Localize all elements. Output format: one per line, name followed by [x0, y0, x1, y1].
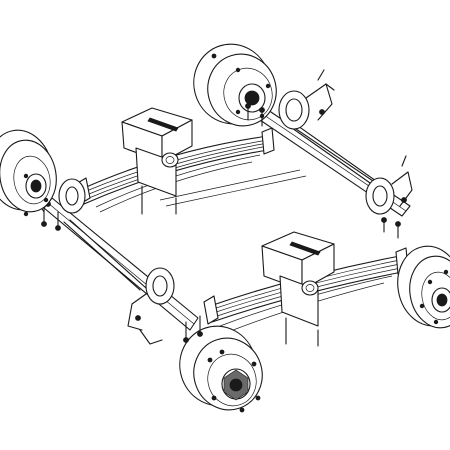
wheel-front-right: [179, 325, 263, 413]
wheel-front-left: [0, 129, 57, 217]
wheel-rear-right: [397, 245, 450, 329]
u-bolt-hardware: [41, 103, 401, 343]
front-axle: [43, 197, 199, 331]
left-center-hanger: [121, 107, 193, 215]
brake-chamber-rear-right: [365, 155, 413, 215]
right-center-hanger: [261, 231, 335, 347]
cross-rods: [63, 125, 387, 291]
wheel-rear-left: [193, 43, 277, 127]
brake-chamber-rear-left: [278, 69, 335, 130]
brake-chamber-front-right: [127, 267, 175, 345]
